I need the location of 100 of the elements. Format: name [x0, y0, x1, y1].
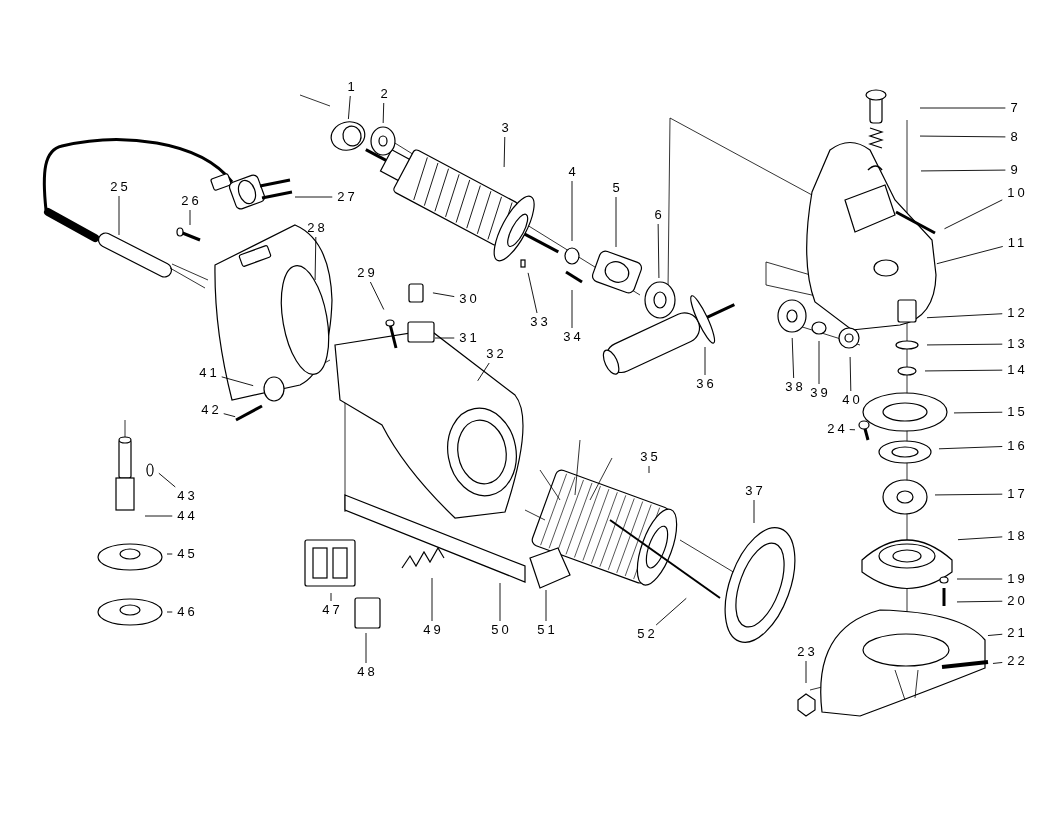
- callout-number: 47: [319, 603, 343, 617]
- callout-number: 13: [1004, 337, 1028, 351]
- callout-number: 43: [174, 489, 198, 503]
- callout-number: 44: [174, 509, 198, 523]
- callout-number: 8: [1007, 130, 1021, 144]
- callout-number: 17: [1004, 487, 1028, 501]
- callout-number: 40: [839, 393, 863, 407]
- callout-number: 38: [782, 380, 806, 394]
- leader-line: [648, 465, 650, 474]
- leader-line: [499, 582, 501, 622]
- leader-line: [223, 413, 236, 418]
- callout-number: 7: [1007, 101, 1021, 115]
- callout-number: 46: [174, 605, 198, 619]
- leader-line: [330, 592, 332, 602]
- leader-line: [655, 597, 687, 626]
- callout-number: 15: [1004, 405, 1028, 419]
- leader-line: [527, 272, 538, 314]
- callout-number: 30: [456, 292, 480, 306]
- callout-number: 2: [377, 87, 391, 101]
- leader-line: [434, 337, 455, 339]
- leader-line: [936, 246, 1004, 265]
- callout-number: 41: [196, 366, 220, 380]
- callout-number: 36: [693, 377, 717, 391]
- callout-number: 10: [1004, 186, 1028, 200]
- leader-line: [189, 209, 191, 226]
- callout-number: 52: [634, 627, 658, 641]
- leader-line: [926, 313, 1003, 319]
- leader-line: [920, 169, 1006, 172]
- leader-line: [944, 199, 1003, 230]
- leader-line: [919, 135, 1006, 138]
- leader-line: [166, 553, 173, 555]
- leader-line: [956, 578, 1003, 580]
- callout-number: 24: [824, 422, 848, 436]
- callout-number: 35: [637, 450, 661, 464]
- leader-line: [805, 660, 807, 684]
- leader-line: [924, 369, 1003, 372]
- callout-number: 1: [344, 80, 358, 94]
- leader-line: [571, 180, 573, 242]
- leader-line: [987, 633, 1003, 636]
- leader-line: [753, 499, 755, 524]
- leader-line: [221, 376, 254, 387]
- leader-line: [938, 446, 1003, 450]
- leader-line: [431, 577, 433, 622]
- leader-line: [615, 196, 617, 248]
- callout-number: 49: [420, 623, 444, 637]
- callout-number: 23: [794, 645, 818, 659]
- callout-number: 22: [1004, 654, 1028, 668]
- leader-line: [919, 107, 1006, 109]
- callout-number: 45: [174, 547, 198, 561]
- leader-line: [657, 223, 660, 279]
- callout-number: 48: [354, 665, 378, 679]
- callout-number: 9: [1007, 163, 1021, 177]
- leader-line: [314, 236, 317, 281]
- callout-number: 39: [807, 386, 831, 400]
- leader-line: [158, 472, 176, 488]
- callout-number: 28: [304, 221, 328, 235]
- callout-number: 20: [1004, 594, 1028, 608]
- callout-number: 26: [178, 194, 202, 208]
- callout-number: 11: [1004, 236, 1028, 250]
- callout-number: 42: [198, 403, 222, 417]
- leader-line: [849, 429, 856, 431]
- callout-number: 4: [565, 165, 579, 179]
- callout-number: 21: [1004, 626, 1028, 640]
- leader-line: [704, 346, 706, 376]
- leader-line: [571, 289, 573, 329]
- callout-number: 51: [534, 623, 558, 637]
- leader-line: [503, 136, 506, 168]
- leader-line: [477, 362, 490, 382]
- callout-number: 3: [498, 121, 512, 135]
- callout-number: 27: [334, 190, 358, 204]
- leader-line: [432, 292, 455, 298]
- callout-number: 5: [609, 181, 623, 195]
- callout-number: 18: [1004, 529, 1028, 543]
- leader-line: [382, 102, 385, 124]
- callout-number: 16: [1004, 439, 1028, 453]
- leader-line: [166, 611, 173, 613]
- leader-line: [926, 343, 1003, 346]
- leader-line: [118, 195, 120, 236]
- callout-number: 14: [1004, 363, 1028, 377]
- leader-line: [849, 356, 852, 392]
- leader-line: [953, 411, 1003, 414]
- callout-number: 25: [107, 180, 131, 194]
- leader-line: [934, 493, 1003, 496]
- leader-line: [957, 536, 1003, 541]
- callout-number: 29: [354, 266, 378, 280]
- leader-line: [365, 632, 367, 664]
- callout-number: 34: [560, 330, 584, 344]
- callout-number: 6: [651, 208, 665, 222]
- callout-number: 12: [1004, 306, 1028, 320]
- leader-line: [144, 515, 173, 517]
- leader-line: [347, 95, 351, 120]
- callout-number: 19: [1004, 572, 1028, 586]
- callout-number: 37: [742, 484, 766, 498]
- leader-line: [992, 662, 1003, 664]
- leader-line: [545, 589, 547, 622]
- leader-line: [956, 600, 1003, 603]
- leader-line: [294, 196, 333, 198]
- leader-line: [791, 337, 795, 379]
- callout-number: 32: [483, 347, 507, 361]
- callout-number: 31: [456, 331, 480, 345]
